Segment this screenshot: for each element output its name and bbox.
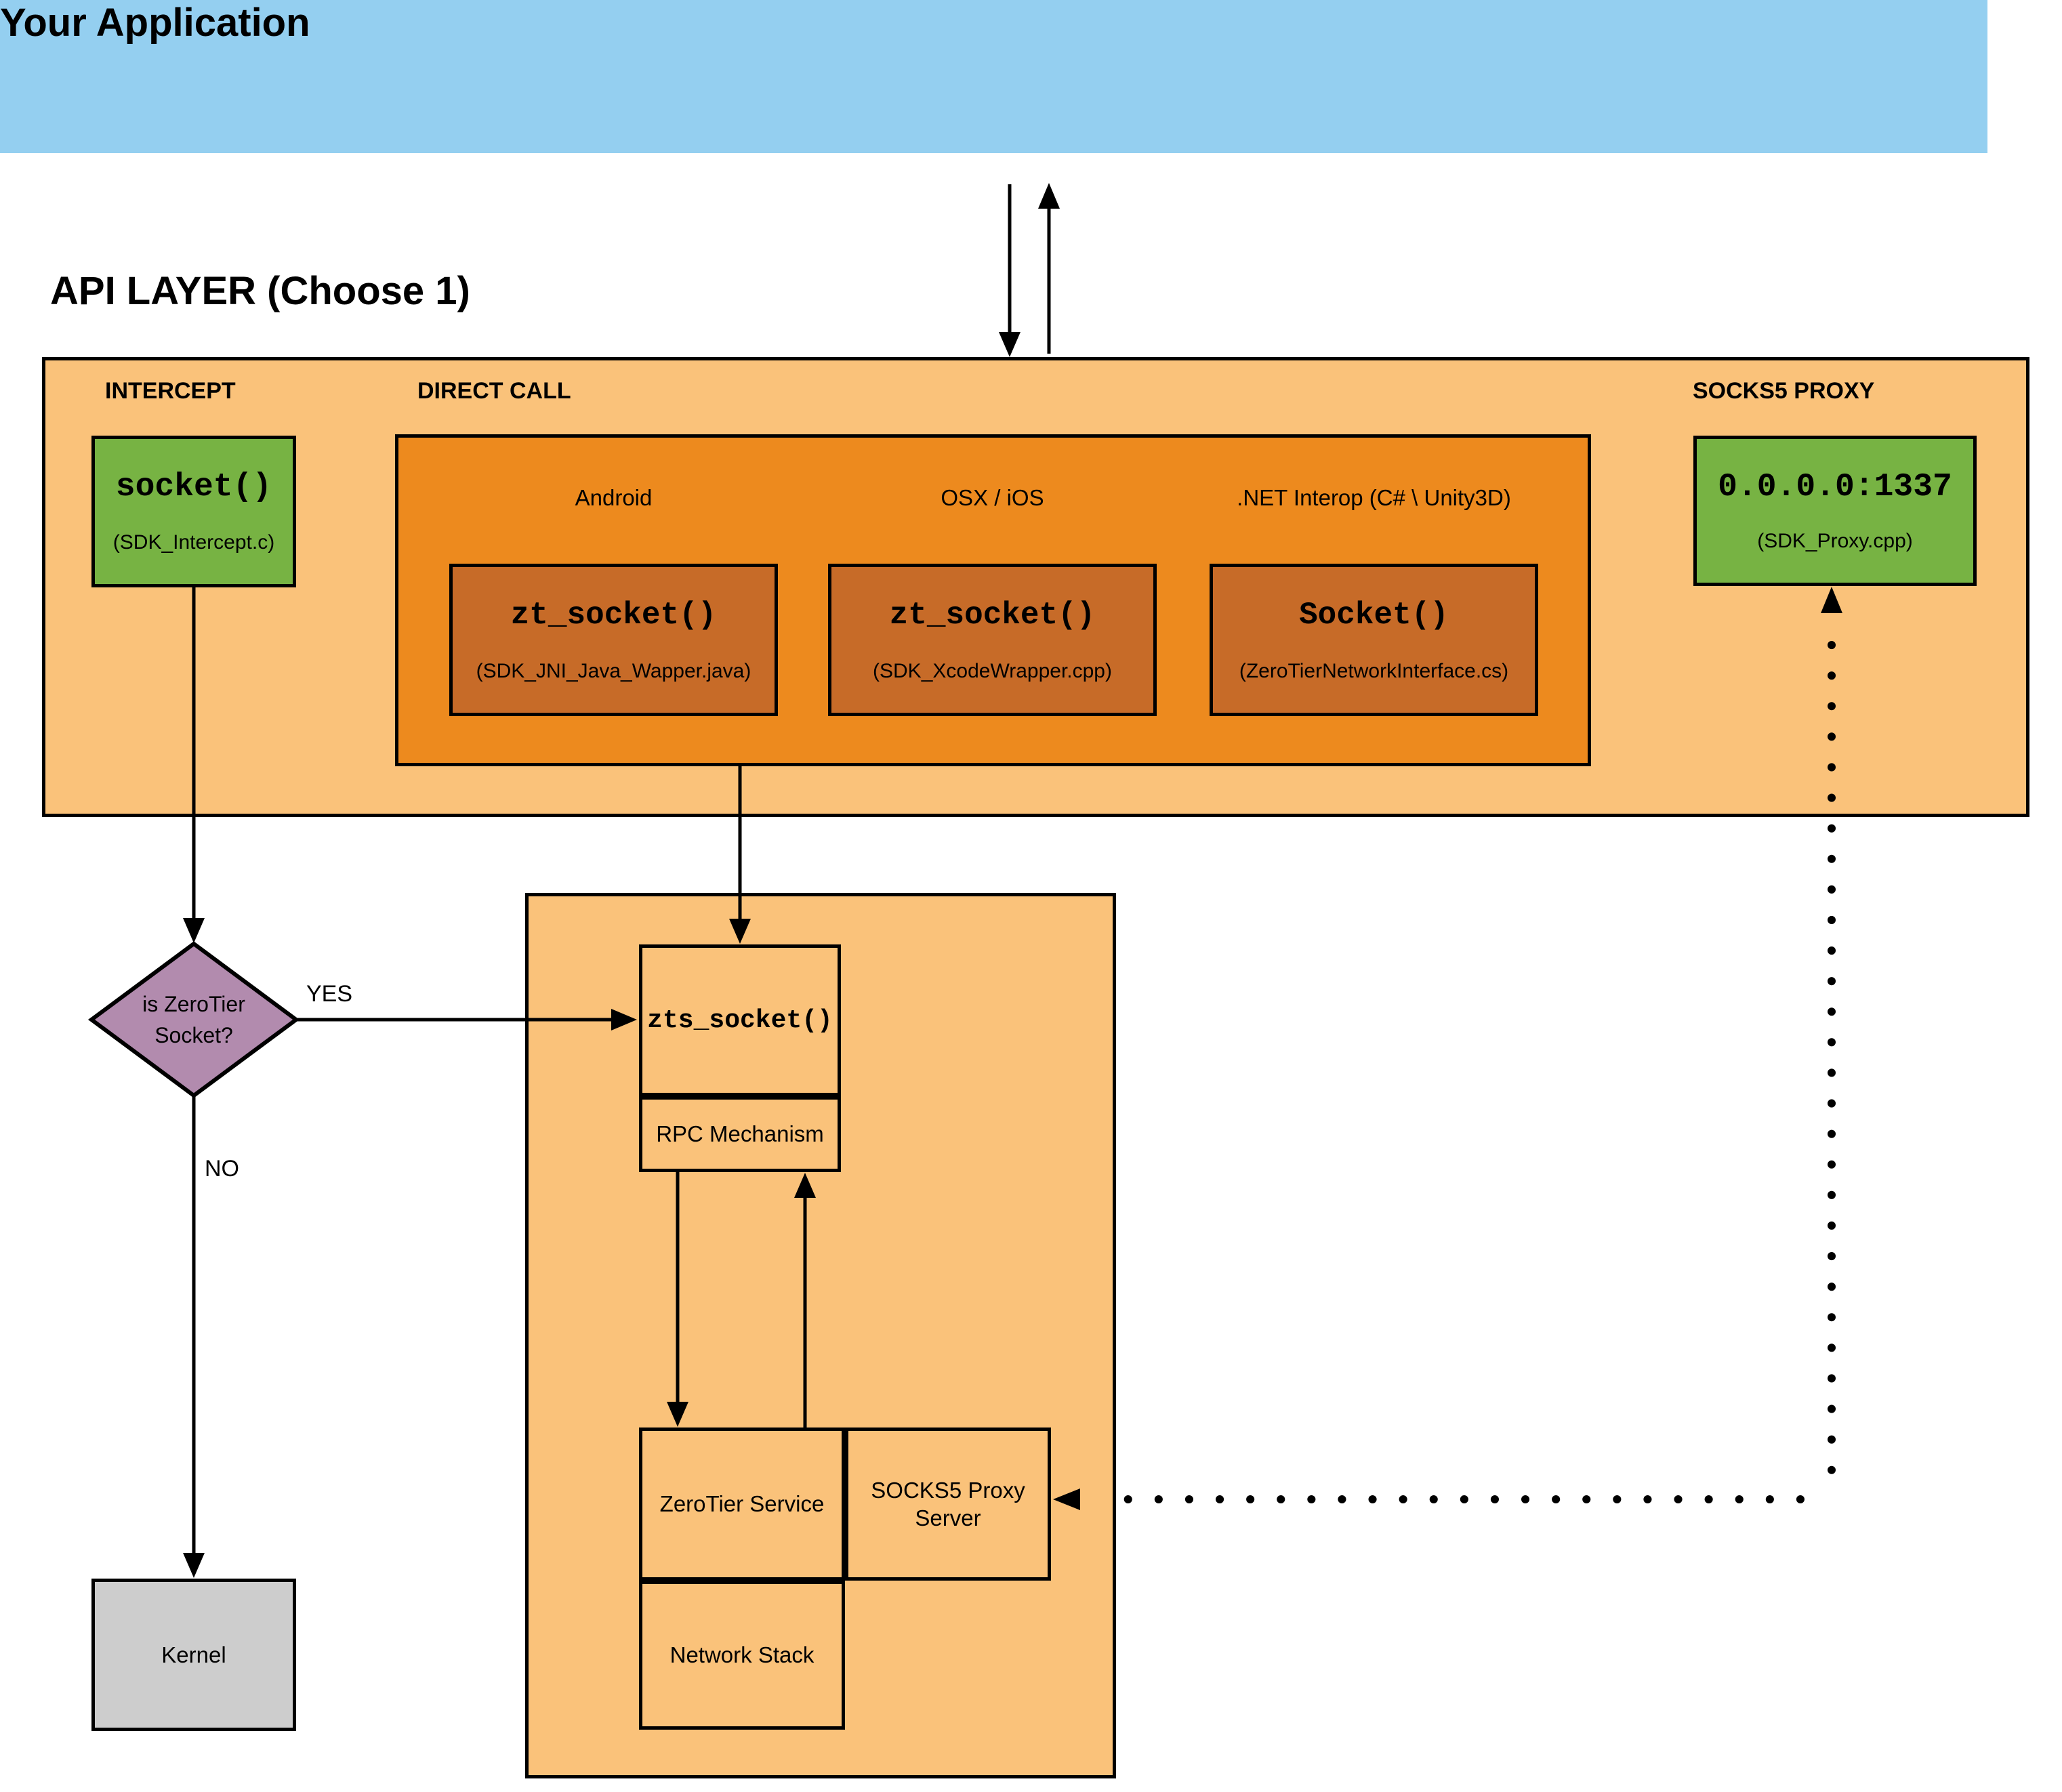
socks5-proxy-server-label: SOCKS5 Proxy Server [871,1477,1025,1530]
osx-ios-zt-socket-title: zt_socket() [889,597,1096,633]
kernel-label: Kernel [161,1642,226,1667]
platform-label-dotnet: .NET Interop (C# \ Unity3D) [1237,485,1511,510]
dotnet-socket-title: Socket() [1299,597,1449,633]
intercept-socket-title: socket() [115,469,272,505]
zerotier-service-label: ZeroTier Service [659,1491,825,1517]
android-zt-socket-title: zt_socket() [510,597,717,633]
zerotier-service-box: ZeroTier Service [639,1428,845,1581]
intercept-socket-file: (SDK_Intercept.c) [112,531,275,554]
yes-branch-label: YES [306,981,353,1007]
rpc-mechanism-label: RPC Mechanism [656,1121,824,1147]
platform-label-osx-ios: OSX / iOS [941,485,1044,510]
socks5-proxy-address: 0.0.0.0:1337 [1718,469,1952,505]
zts-socket-box: zts_socket() [639,944,841,1096]
decision-line1: is ZeroTier [142,991,245,1016]
android-zt-socket-box: zt_socket() (SDK_JNI_Java_Wapper.java) [449,564,778,716]
osx-ios-zt-socket-file: (SDK_XcodeWrapper.cpp) [873,659,1112,682]
osx-ios-zt-socket-box: zt_socket() (SDK_XcodeWrapper.cpp) [828,564,1157,716]
rpc-mechanism-box: RPC Mechanism [639,1096,841,1172]
dotnet-socket-file: (ZeroTierNetworkInterface.cs) [1239,659,1509,682]
kernel-box: Kernel [91,1579,296,1731]
decision-line2: Socket? [154,1023,233,1047]
app-to-api-arrowhead [999,332,1020,357]
android-zt-socket-file: (SDK_JNI_Java_Wapper.java) [476,659,751,682]
socks5-proxy-section-label: SOCKS5 PROXY [1693,378,1875,404]
socks5-proxy-box: 0.0.0.0:1337 (SDK_Proxy.cpp) [1693,436,1977,586]
direct-call-section-label: DIRECT CALL [417,378,571,404]
socks5-proxy-server-box: SOCKS5 Proxy Server [845,1428,1051,1581]
socks5-proxy-file: (SDK_Proxy.cpp) [1757,530,1913,552]
platform-label-android: Android [575,485,653,510]
api-to-app-arrowhead [1038,183,1060,209]
zts-socket-title: zts_socket() [647,1005,833,1035]
intercept-socket-box: socket() (SDK_Intercept.c) [91,436,296,587]
api-layer-heading: API LAYER (Choose 1) [50,269,470,313]
your-application-label: Your Application [0,1,310,45]
network-stack-box: Network Stack [639,1581,845,1730]
no-arrow-arrowhead [183,1553,205,1578]
intercept-section-label: INTERCEPT [105,378,236,404]
dotnet-socket-box: Socket() (ZeroTierNetworkInterface.cs) [1210,564,1538,716]
your-application-box: Your Application [0,0,1987,153]
intercept-to-diamond-arrowhead [183,918,205,943]
network-stack-label: Network Stack [669,1642,815,1668]
decision-diamond-label: is ZeroTier Socket? [106,976,282,1064]
zerotier-service-container [525,893,1116,1778]
no-branch-label: NO [205,1156,239,1182]
